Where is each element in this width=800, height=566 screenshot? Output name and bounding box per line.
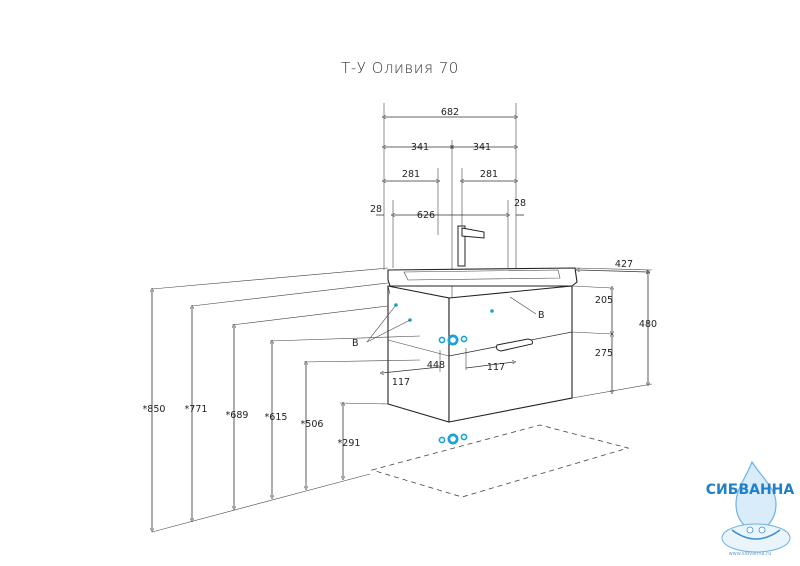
watermark-brand: СИБВАННА [706,482,795,498]
dim-275: 275 [595,348,613,359]
sibvanna-logo: СИБВАННА www.sibvanna.ru [706,460,795,557]
drawer-handle [496,338,533,352]
dim-771: *771 [185,404,208,415]
floor-outline [370,424,630,498]
dim-626: 626 [417,210,435,221]
dim-850: *850 [143,404,166,415]
dim-480: 480 [639,319,657,330]
faucet-icon [457,225,485,267]
dim-205: 205 [595,295,613,306]
dim-117-left: 117 [392,377,410,388]
dim-28-right: 28 [514,198,526,209]
dim-281-right: 281 [480,169,498,180]
connection-points [394,303,494,445]
top-dimensions: 682 341 341 281 281 28 626 28 [370,103,526,300]
mount-point-icon [490,309,494,313]
b-leaders: B B [352,296,545,349]
dim-615: *615 [265,412,288,423]
dim-682: 682 [441,107,459,118]
watermark-url: www.sibvanna.ru [729,551,772,557]
dim-448: 448 [427,360,445,371]
label-b-right: B [538,310,545,321]
dim-281-left: 281 [402,169,420,180]
floor-inlet-icon [460,433,468,441]
water-inlet-icon [460,335,468,343]
water-inlet-icon [438,336,446,344]
dim-689: *689 [226,410,249,421]
dim-341-left: 341 [411,142,429,153]
label-b-left: B [352,338,359,349]
left-dimensions: *850 *771 *689 *615 *506 *291 [143,267,421,533]
dim-28-left: 28 [370,204,382,215]
dim-506: *506 [301,419,324,430]
drawing-title: Т-У Оливия 70 [341,59,459,77]
vanity-cabinet [387,225,578,423]
floor-inlet-icon [438,436,446,444]
dim-341-right: 341 [473,142,491,153]
inner-dimensions: 448 117 117 [382,348,514,388]
dim-117-right: 117 [487,362,505,373]
right-dimensions: 427 205 275 480 [571,259,657,399]
dim-427: 427 [615,259,633,270]
cabinet-front [448,285,573,423]
dim-291: *291 [338,438,361,449]
